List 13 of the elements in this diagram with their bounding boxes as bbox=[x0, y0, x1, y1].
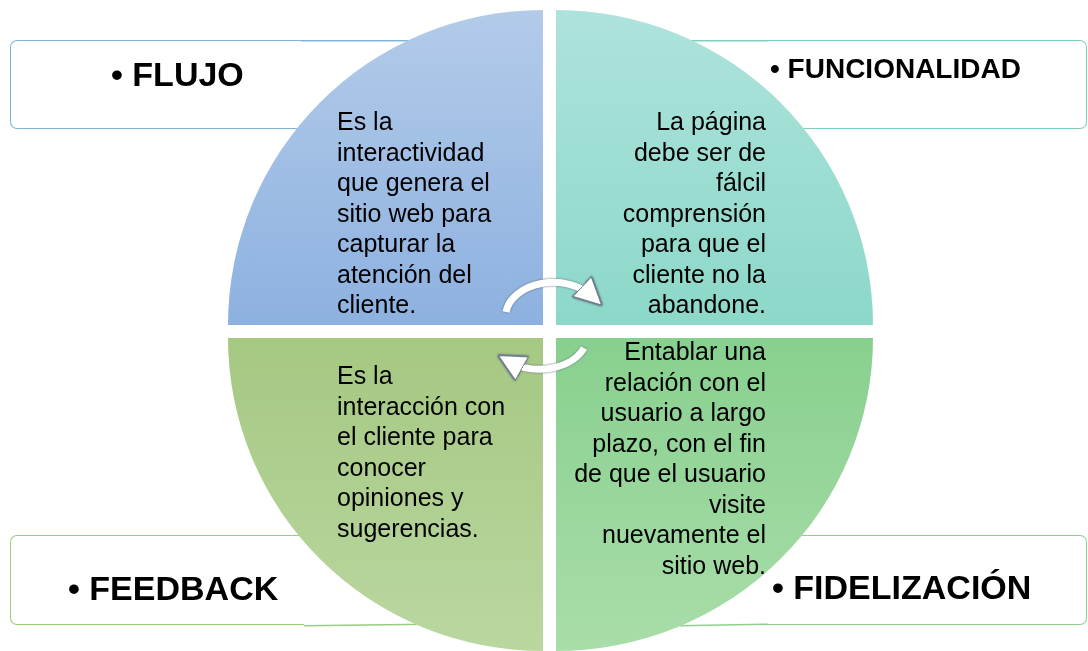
description-text: Es la interacción con el cliente para conocer opiniones y sugerencias. bbox=[337, 360, 507, 543]
heading-box bbox=[10, 40, 301, 129]
heading-text: • FUNCIONALIDAD bbox=[770, 53, 1021, 85]
description-text: La página debe ser de fálcil comprensión para que el cliente no la abandone. bbox=[621, 106, 766, 320]
heading-box bbox=[10, 535, 304, 625]
heading-text: • FIDELIZACIÓN bbox=[772, 568, 1032, 607]
description-text: Entablar una relación con el usuario a largo plazo, con el fin de que el usuario visite nuevamente el sitio web. bbox=[573, 336, 766, 580]
heading-box bbox=[768, 40, 1087, 129]
curved-arrow bbox=[502, 275, 604, 313]
heading-text: • FLUJO bbox=[111, 55, 244, 94]
description-text: Es la interactividad que genera el sitio web para capturar la atención del cliente. bbox=[337, 106, 493, 320]
heading-box bbox=[768, 535, 1087, 625]
heading-text: • FEEDBACK bbox=[68, 569, 279, 608]
